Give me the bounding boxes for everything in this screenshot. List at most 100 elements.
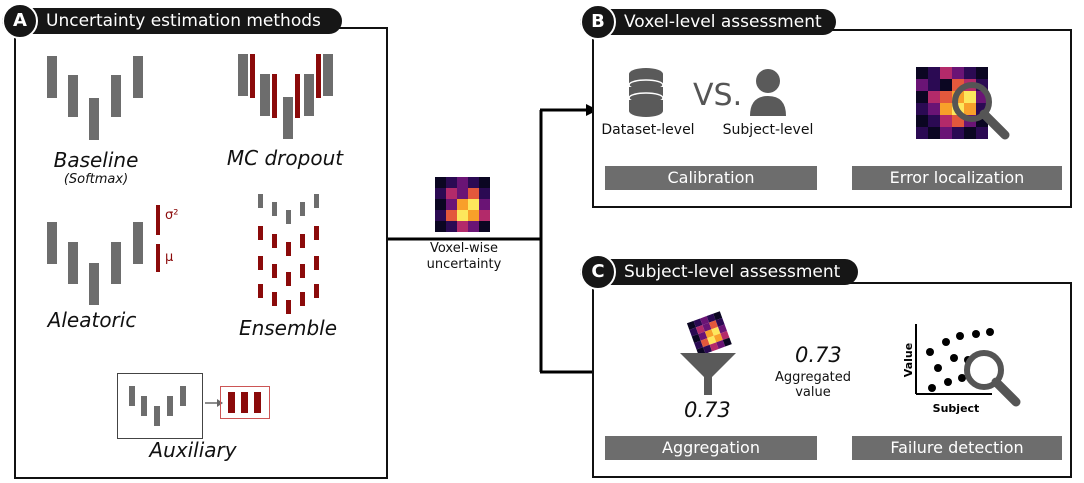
heatmap-cell — [446, 221, 457, 232]
bar — [300, 264, 305, 278]
heatmap-cell — [713, 311, 723, 321]
bar — [304, 74, 314, 116]
bar — [300, 292, 305, 306]
aggregated-label-2: value — [795, 385, 831, 400]
heatmap-cell — [964, 91, 976, 103]
heatmap-cell — [711, 326, 721, 336]
heatmap-cell — [928, 115, 940, 127]
heatmap-cell — [916, 79, 928, 91]
heatmap-cell — [952, 67, 964, 79]
bar — [133, 222, 143, 264]
heatmap-cell — [435, 210, 446, 221]
bar — [316, 54, 321, 98]
heatmap-cell — [964, 127, 976, 139]
heatmap-cell — [952, 127, 964, 139]
heatmap-cell — [446, 177, 457, 188]
heatmap-cell — [446, 188, 457, 199]
heatmap-cell — [940, 115, 952, 127]
bar — [286, 210, 291, 224]
heatmap-cell — [916, 91, 928, 103]
panel-a-title: Uncertainty estimation methods — [46, 11, 321, 31]
ensemble-row — [258, 194, 319, 224]
bar — [129, 386, 135, 406]
auxiliary-network-box — [117, 373, 203, 439]
bar — [180, 386, 186, 406]
heatmap-grid — [916, 67, 988, 139]
scatter-point — [944, 378, 952, 386]
panel-b-title: Voxel-level assessment — [624, 12, 822, 32]
heatmap-cell — [702, 322, 712, 332]
heatmap-cell — [706, 313, 716, 323]
bar — [258, 256, 263, 270]
scatter-ylabel: Value — [902, 343, 915, 377]
bar — [111, 242, 121, 284]
heatmap-cell — [700, 338, 710, 348]
auxiliary-head-box — [220, 386, 270, 419]
heatmap-cell — [695, 325, 705, 335]
aleatoric-label: Aleatoric — [47, 308, 137, 332]
heatmap-cell — [479, 177, 490, 188]
calibration-box: Calibration — [605, 166, 817, 190]
heatmap-cell — [703, 344, 713, 354]
heatmap-cell — [468, 188, 479, 199]
heatmap-cell — [928, 91, 940, 103]
scatter-point — [942, 338, 950, 346]
heatmap-cell — [698, 331, 708, 341]
scatter-point — [956, 332, 964, 340]
heatmap-cell — [716, 339, 726, 349]
heatmap-cell — [940, 127, 952, 139]
bar — [254, 392, 261, 413]
scatter-point — [934, 364, 942, 372]
heatmap-cell — [722, 337, 732, 347]
dataset-level-label: Dataset-level — [601, 122, 695, 138]
panel-a-letter: A — [2, 3, 38, 39]
scatter-point — [928, 384, 936, 392]
panel-a-header: A Uncertainty estimation methods — [2, 3, 342, 39]
vs-text: VS. — [693, 78, 743, 113]
heatmap-cell — [976, 127, 988, 139]
bar — [89, 263, 99, 305]
heatmap-cell — [940, 103, 952, 115]
subject-level-label: Subject-level — [722, 122, 814, 138]
bar — [154, 406, 160, 426]
bar — [111, 75, 121, 117]
funnel-icon — [680, 353, 736, 395]
heatmap-cell — [928, 79, 940, 91]
bar — [272, 264, 277, 278]
ensemble-row — [258, 256, 319, 286]
bar — [68, 75, 78, 117]
heatmap-cell — [916, 103, 928, 115]
ensemble-network-icon — [258, 194, 319, 314]
bar — [272, 292, 277, 306]
panel-c-title: Subject-level assessment — [624, 262, 841, 282]
bar — [272, 74, 277, 118]
heatmap-cell — [928, 67, 940, 79]
tilted-heatmap-icon — [686, 311, 732, 357]
heatmap-cell — [446, 199, 457, 210]
magnifier-icon — [964, 350, 1004, 390]
heatmap-cell — [468, 221, 479, 232]
bar — [258, 284, 263, 298]
bar — [300, 234, 305, 248]
heatmap-cell — [457, 221, 468, 232]
funnel-value: 0.73 — [684, 398, 731, 422]
bar — [314, 256, 319, 270]
heatmap-cell — [916, 115, 928, 127]
bar — [314, 194, 319, 208]
bar — [260, 74, 270, 116]
heatmap-cell — [479, 188, 490, 199]
ensemble-row — [258, 226, 319, 256]
heatmap-cell — [479, 210, 490, 221]
heatmap-cell — [479, 199, 490, 210]
heatmap-icon — [435, 177, 490, 232]
user-icon — [750, 69, 786, 116]
aggregated-label-1: Aggregated — [774, 370, 852, 385]
heatmap-cell — [694, 340, 704, 350]
panel-b-header: B Voxel-level assessment — [580, 4, 836, 40]
error-localization-box: Error localization — [852, 166, 1062, 190]
aleatoric-sigma-label: σ² — [165, 208, 179, 223]
voxel-wise-label-2: uncertainty — [426, 257, 502, 272]
heatmap-cell — [435, 188, 446, 199]
heatmap-cell — [457, 199, 468, 210]
failure-detection-box: Failure detection — [852, 436, 1062, 460]
